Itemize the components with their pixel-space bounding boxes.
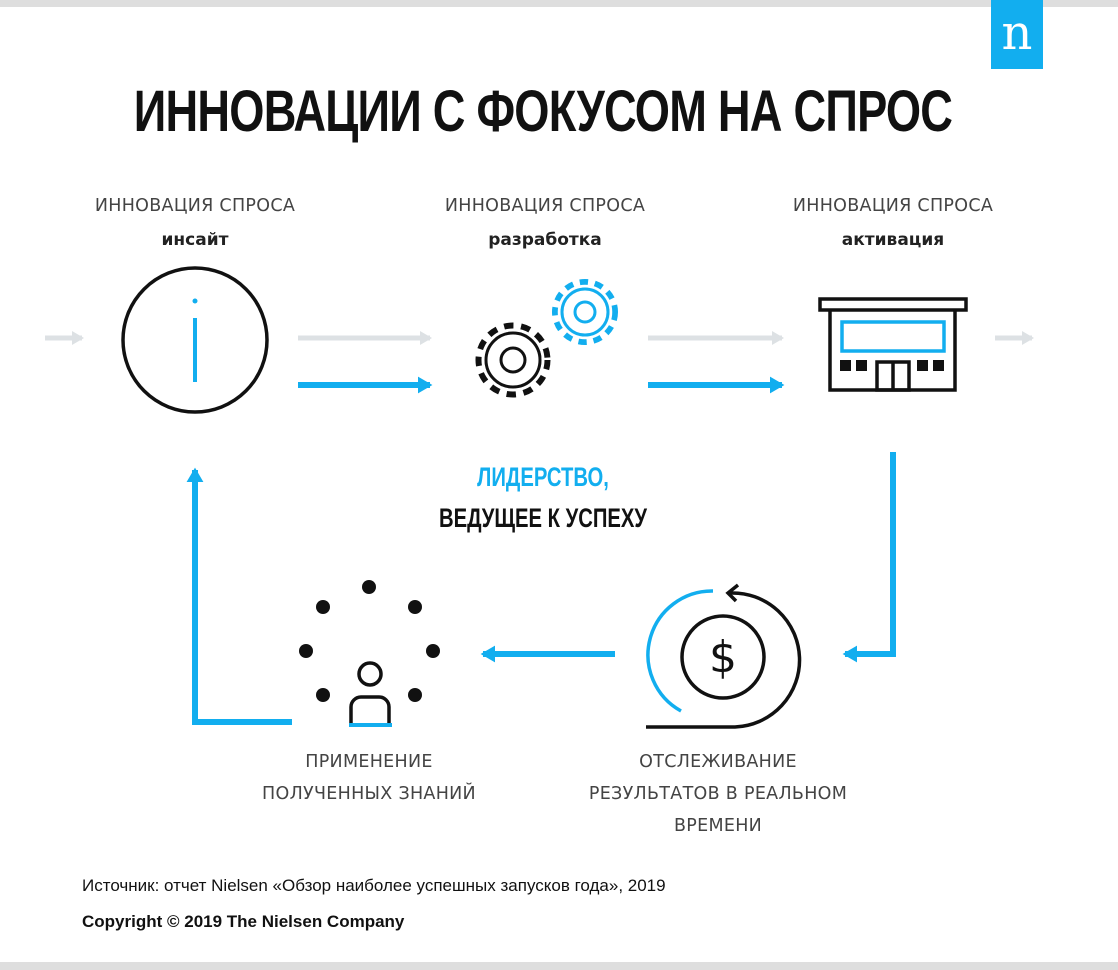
- stage-label-activation: ИННОВАЦИЯ СПРОСА: [792, 196, 994, 216]
- label-line: ОТСЛЕЖИВАНИЕ: [639, 752, 797, 772]
- blue-arrows: [186, 376, 896, 725]
- label-line: ПРИМЕНЕНИЕ: [305, 752, 433, 772]
- label-line: ПОЛУЧЕННЫХ ЗНАНИЙ: [262, 784, 476, 804]
- gears-icon: [475, 279, 618, 398]
- stage-sub-insight: инсайт: [161, 230, 229, 250]
- copyright: Copyright © 2019 The Nielsen Company: [82, 912, 405, 931]
- stage-sub-activation: активация: [841, 230, 945, 250]
- bottom-border: [0, 962, 1118, 970]
- top-border: [0, 0, 1118, 7]
- info-icon: [121, 266, 269, 414]
- dollar-tracking-icon: $: [646, 583, 802, 729]
- source-note: Источник: отчет Nielsen «Обзор наиболее …: [82, 876, 666, 895]
- tracking-results-label: ОТСЛЕЖИВАНИЕ РЕЗУЛЬТАТОВ В РЕАЛЬНОМ ВРЕМ…: [548, 746, 888, 842]
- center-text-line2: ВЕДУЩЕЕ К УСПЕХУ: [438, 503, 648, 533]
- nielsen-logo: n: [991, 0, 1043, 69]
- store-icon: [818, 297, 968, 392]
- svg-text:$: $: [709, 632, 737, 683]
- stage-sub-development: разработка: [488, 230, 602, 250]
- center-text-line1: ЛИДЕРСТВО,: [477, 462, 609, 492]
- page-title: ИННОВАЦИИ С ФОКУСОМ НА СПРОС: [133, 79, 953, 144]
- label-line: ВРЕМЕНИ: [673, 816, 763, 836]
- stage-label-development: ИННОВАЦИЯ СПРОСА: [444, 196, 646, 216]
- label-line: РЕЗУЛЬТАТОВ В РЕАЛЬНОМ: [588, 784, 848, 804]
- stage-label-insight: ИННОВАЦИЯ СПРОСА: [94, 196, 296, 216]
- apply-knowledge-label: ПРИМЕНЕНИЕ ПОЛУЧЕННЫХ ЗНАНИЙ: [199, 746, 539, 810]
- people-icon: [299, 580, 440, 727]
